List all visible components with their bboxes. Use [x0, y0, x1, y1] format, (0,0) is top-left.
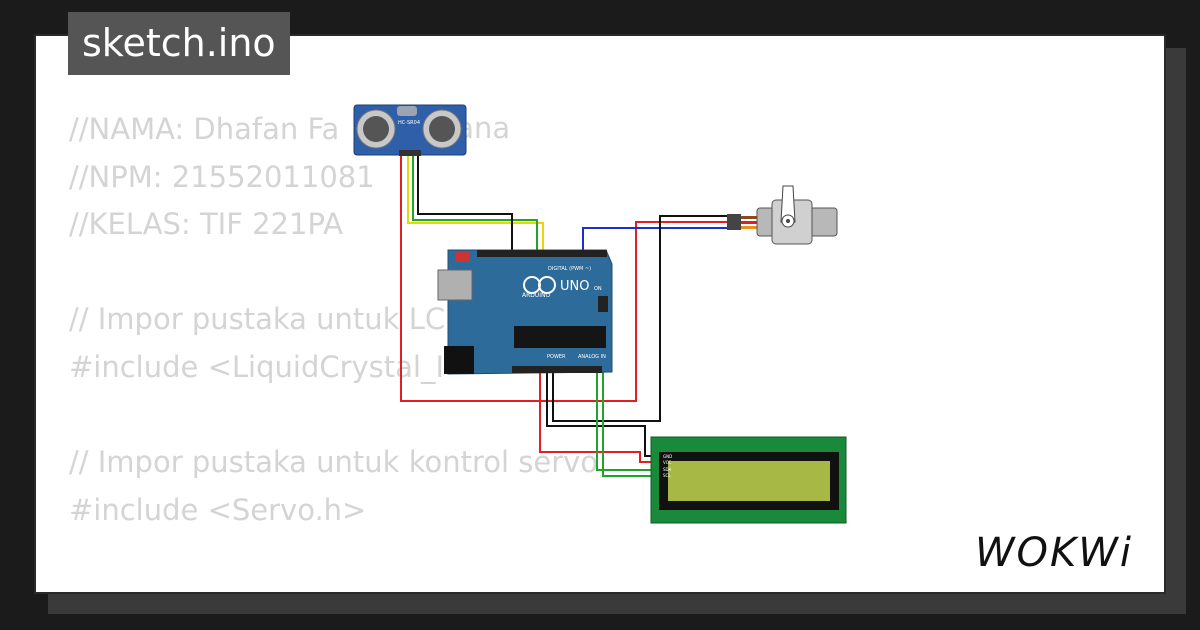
code-line: // Impor pustaka untuk LC: [69, 302, 446, 337]
arduino-uno-board: UNO ARDUINO DIGITAL (PWM ~) ANALOG IN PO…: [437, 249, 613, 375]
lcd-pin-scl: SCL: [663, 473, 671, 478]
digital-pins-label: DIGITAL (PWM ~): [548, 266, 591, 272]
board-model-label: UNO: [560, 279, 589, 294]
wire-green-sda: [596, 370, 658, 471]
code-line: #include <Servo.h>: [69, 492, 367, 527]
wokwi-logo: WOKWi: [975, 530, 1133, 576]
lcd-pin-vcc: VCC: [663, 460, 672, 465]
wire-yellow-trig: [407, 156, 544, 253]
sensor-label: HC-SR04: [398, 120, 420, 126]
wires: [400, 156, 730, 477]
wire-red-vcc: [400, 156, 730, 402]
lcd-pin-sda: SDA: [663, 467, 672, 472]
code-line: //KELAS: TIF 221PA: [69, 207, 343, 242]
lcd-pin-gnd: GND: [663, 454, 672, 459]
code-line: //NPM: 21552011081: [69, 159, 375, 194]
code-line: // Impor pustaka untuk kontrol servo: [69, 445, 599, 480]
wire-black-servo-gnd: [552, 215, 730, 422]
power-led-label: ON: [594, 286, 602, 292]
code-line: //NAMA: Dhafan Fa: [69, 112, 340, 146]
lcd-display: GND VCC SDA SCL: [650, 436, 847, 524]
code-line: #include <LiquidCrystal_I: [69, 349, 445, 384]
wire-green-scl: [602, 370, 658, 477]
wire-black-lcd-gnd: [546, 370, 658, 457]
wire-green-echo: [412, 156, 538, 253]
code-line: // Mendefinisikan pin untuk sensor ultra…: [69, 582, 720, 592]
analog-pins-label: ANALOG IN: [578, 354, 606, 360]
code-preview: //NAMA: Dhafan Fa //NPM: 21552011081 //K…: [69, 106, 720, 592]
board-brand-label: ARDUINO: [522, 292, 551, 299]
servo-motor: [727, 185, 838, 245]
ultrasonic-sensor: HC-SR04: [353, 104, 467, 156]
file-title: sketch.ino: [68, 12, 290, 75]
wire-black-gnd-sensor: [417, 156, 513, 253]
power-pins-label: POWER: [547, 354, 566, 360]
wire-red-lcd-vcc: [539, 370, 658, 463]
wire-blue-servo-signal: [582, 227, 730, 253]
